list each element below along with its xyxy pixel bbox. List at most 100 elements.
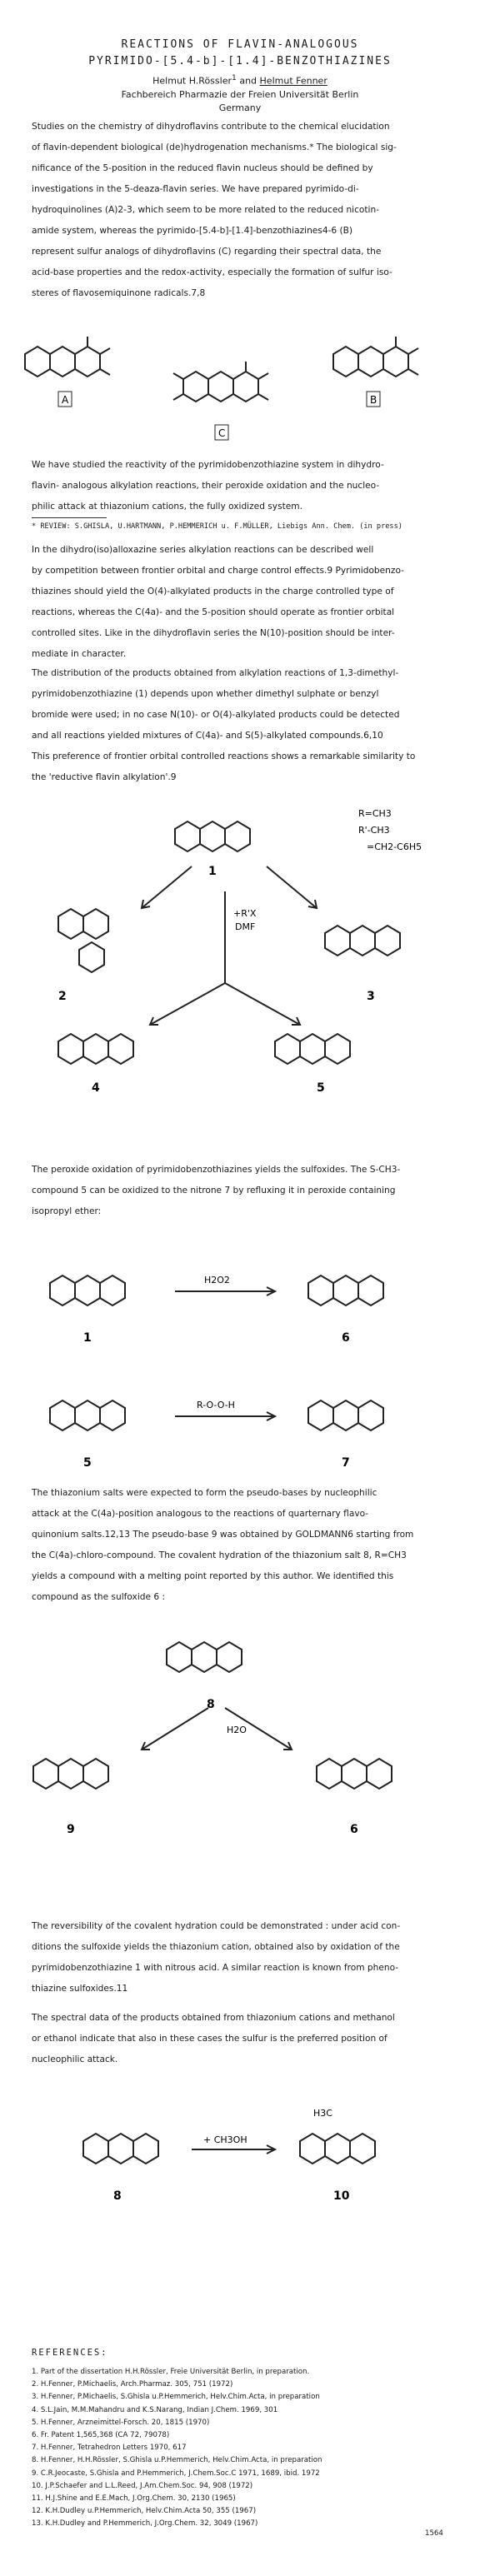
compound-3-label: 3 — [367, 990, 375, 1003]
reference-item: 6. Fr. Patent 1,565,368 (CA 72, 79078) — [32, 2431, 170, 2440]
p4-line: the 'reductive flavin alkylation'.9 — [32, 772, 177, 782]
reference-item: 1. Part of the dissertation H.H.Rössler,… — [32, 2368, 310, 2376]
paragraph-8: The spectral data of the products obtain… — [32, 2008, 448, 2070]
reference-item: 9. C.R.Jeocaste, S.Ghisla and P.Hemmeric… — [32, 2469, 320, 2478]
p3-line: mediate in character. — [32, 649, 127, 659]
p3-line: In the dihydro(iso)alloxazine series alk… — [32, 545, 374, 555]
p4-line: bromide were used; in no case N(10)- or … — [32, 710, 400, 720]
p1-line: steres of flavosemiquinone radicals.7,8 — [32, 288, 206, 298]
references-heading: REFERENCES: — [32, 2348, 108, 2358]
reference-item: 8. H.Fenner, H.H.Rössler, S.Ghisla u.P.H… — [32, 2456, 322, 2465]
compound-8-meth-label: 8 — [113, 2189, 122, 2203]
compound-2-label: 2 — [58, 990, 67, 1003]
compound-9-label: 9 — [67, 1823, 75, 1836]
p5-line: The peroxide oxidation of pyrimidobenzot… — [32, 1165, 401, 1175]
page-number: 1564 — [425, 2529, 443, 2538]
paragraph-5: The peroxide oxidation of pyrimidobenzot… — [32, 1160, 448, 1222]
scheme-methanol: + CH3OH H3C 8 10 — [82, 2108, 376, 2203]
reference-item: 10. J.P.Schaefer and L.L.Reed, J.Am.Chem… — [32, 2481, 253, 2490]
author-1-footnote-mark: 1 — [232, 73, 237, 82]
p5-line: compound 5 can be oxidized to the nitron… — [32, 1186, 396, 1196]
p3-line: thiazines should yield the O(4)-alkylate… — [32, 587, 394, 597]
reference-item: 4. S.L.Jain, M.M.Mahandru and K.S.Narang… — [32, 2405, 278, 2414]
compound-5-label: 5 — [317, 1081, 325, 1095]
reference-item: 12. K.H.Dudley u.P.Hemmerich, Helv.Chim.… — [32, 2507, 257, 2516]
reference-item: 7. H.Fenner, Tetrahedron Letters 1970, 6… — [32, 2444, 187, 2453]
reagent-r-line: R=CH3 — [358, 808, 392, 819]
p3-line: controlled sites. Like in the dihydrofla… — [32, 628, 395, 638]
compound-7-label: 7 — [342, 1456, 350, 1470]
p1-line: of flavin-dependent biological (de)hydro… — [32, 142, 397, 152]
label-h3c: H3C — [313, 2108, 332, 2119]
reagent-dmf: DMF — [235, 921, 255, 932]
scheme-structures-abc: A C B — [24, 337, 419, 441]
label-a: A — [62, 394, 69, 406]
p7-line: ditions the sulfoxide yields the thiazon… — [32, 1942, 400, 1952]
paragraph-1: Studies on the chemistry of dihydroflavi… — [32, 117, 448, 304]
p3-line: reactions, whereas the C(4a)- and the 5-… — [32, 607, 395, 617]
p1-line: acid-base properties and the redox-activ… — [32, 267, 392, 277]
reagent-rooh: R-O-O-H — [197, 1400, 235, 1410]
scheme-hydration: 8 H2O 9 6 — [32, 1640, 392, 1836]
compound-6-hyd-label: 6 — [350, 1823, 358, 1836]
paragraph-3: In the dihydro(iso)alloxazine series alk… — [32, 540, 448, 665]
paragraph-4: The distribution of the products obtaine… — [32, 663, 448, 788]
p1-line: investigations in the 5-deaza-flavin ser… — [32, 184, 359, 194]
p6-line: yields a compound with a melting point r… — [32, 1571, 394, 1581]
p4-line: pyrimidobenzothiazine (1) depends upon w… — [32, 689, 379, 699]
p5-line: isopropyl ether: — [32, 1206, 102, 1216]
compound-10-label: 10 — [333, 2189, 350, 2203]
compound-1-label: 1 — [208, 865, 217, 878]
paragraph-7: The reversibility of the covalent hydrat… — [32, 1916, 448, 1999]
p4-line: and all reactions yielded mixtures of C(… — [32, 731, 383, 741]
author-2: Helmut Fenner — [259, 75, 328, 87]
label-b: B — [370, 394, 377, 406]
label-c: C — [218, 427, 225, 439]
reference-item: 2. H.Fenner, P.Michaelis, Arch.Pharmaz. … — [32, 2380, 233, 2389]
scheme-alkylation: 1 2 3 4 5 R=CH3 R'-CH3 =CH2-C6H5 +R'X DM… — [58, 808, 422, 1095]
paper-title-line-2: PYRIMIDO-[5.4-b]-[1.4]-BENZOTHIAZINES — [88, 55, 392, 67]
footnote-rule — [32, 517, 107, 518]
reagent-benzyl-line: =CH2-C6H5 — [367, 841, 422, 852]
p8-line: or ethanol indicate that also in these c… — [32, 2034, 388, 2044]
paragraph-6: The thiazonium salts were expected to fo… — [32, 1483, 448, 1608]
p2-line: philic attack at thiazonium cations, the… — [32, 502, 302, 512]
p7-line: The reversibility of the covalent hydrat… — [32, 1921, 401, 1931]
p6-line: quinonium salts.12,13 The pseudo-base 9 … — [32, 1530, 414, 1540]
reagent-h2o: H2O — [227, 1725, 247, 1735]
p6-line: The thiazonium salts were expected to fo… — [32, 1488, 378, 1498]
reference-item: 13. K.H.Dudley and P.Hemmerich, J.Org.Ch… — [32, 2519, 258, 2529]
reagent-ch3oh: + CH3OH — [203, 2134, 248, 2145]
p1-line: hydroquinolines (A)2-3, which seem to be… — [32, 205, 380, 215]
affiliation: Fachbereich Pharmazie der Freien Univers… — [121, 89, 359, 100]
reference-item: 11. H.J.Shine and E.E.Mach, J.Org.Chem. … — [32, 2494, 236, 2504]
compound-1-ox-label: 1 — [83, 1331, 92, 1345]
authors-and: and — [239, 75, 258, 87]
p6-line: compound as the sulfoxide 6 : — [32, 1592, 166, 1602]
p4-line: The distribution of the products obtaine… — [32, 668, 399, 678]
p1-line: represent sulfur analogs of dihydroflavi… — [32, 247, 382, 257]
reagent-r-prime-line: R'-CH3 — [358, 825, 390, 836]
reagent-rx: +R'X — [233, 908, 257, 919]
compound-8-label: 8 — [207, 1698, 215, 1711]
p8-line: nucleophilic attack. — [32, 2054, 118, 2064]
references-list: 1. Part of the dissertation H.H.Rössler,… — [32, 2366, 448, 2531]
p2-line: flavin- analogous alkylation reactions, … — [32, 481, 380, 491]
p6-line: the C(4a)-chloro-compound. The covalent … — [32, 1550, 407, 1560]
p8-line: The spectral data of the products obtain… — [32, 2013, 395, 2023]
reference-item: 5. H.Fenner, Arzneimittel-Forsch. 20, 18… — [32, 2418, 210, 2427]
compound-6-label: 6 — [342, 1331, 350, 1345]
p7-line: pyrimidobenzothiazine 1 with nitrous aci… — [32, 1963, 399, 1973]
footnote-review: * REVIEW: S.GHISLA, U.HARTMANN, P.HEMMER… — [32, 522, 402, 531]
reference-item: 3. H.Fenner, P.Michaelis, S.Ghisla u.P.H… — [32, 2393, 320, 2402]
affiliation-country: Germany — [218, 102, 262, 113]
p1-line: Studies on the chemistry of dihydroflavi… — [32, 122, 390, 132]
p1-line: amide system, whereas the pyrimido-[5.4-… — [32, 226, 353, 236]
paper-title-line-1: REACTIONS OF FLAVIN-ANALOGOUS — [121, 38, 359, 51]
p4-line: This preference of frontier orbital cont… — [32, 751, 416, 761]
p2-line: We have studied the reactivity of the py… — [32, 460, 384, 470]
p6-line: attack at the C(4a)-position analogous t… — [32, 1509, 369, 1519]
reagent-h2o2: H2O2 — [204, 1275, 230, 1286]
p1-line: nificance of the 5-position in the reduc… — [32, 163, 373, 173]
